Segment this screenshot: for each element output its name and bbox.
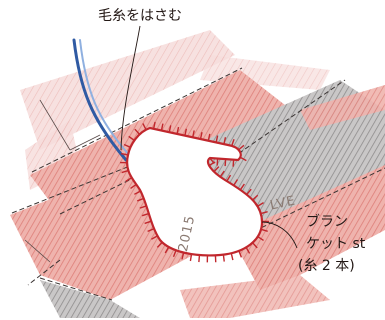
blanket-stitch-tick <box>123 143 131 149</box>
blanket-stitch-tick <box>172 250 177 258</box>
blanket-stitch-tick <box>160 123 164 131</box>
blanket-stitch-tick <box>142 123 147 131</box>
blanket-stitch-tick <box>199 132 203 140</box>
blanket-stitch-tick <box>189 254 193 262</box>
blanket-stitch-tick <box>134 128 141 135</box>
yarn-strand-icon <box>72 38 131 162</box>
blanket-stitch-tick <box>246 188 252 196</box>
blanket-stitch-tick <box>152 121 156 129</box>
blanket-stitch-tick <box>239 156 247 162</box>
stripe-solid-lines <box>24 99 101 263</box>
blanket-stitch-tick <box>164 246 170 254</box>
blanket-stitch-tick <box>252 242 258 249</box>
blanket-stitch-tick <box>151 235 158 240</box>
blanket-stitch-tick <box>198 254 201 263</box>
blanket-stitch-tick <box>168 125 172 133</box>
blanket-stitch-tick <box>257 236 264 242</box>
blanket-stitch-tick <box>176 126 180 135</box>
blanket-stitch-tick <box>213 166 220 173</box>
blanket-stitch-tick <box>184 128 188 136</box>
blanket-stitch-tick <box>192 130 195 138</box>
blanket-stitch-tick <box>226 174 232 182</box>
stitch-label-line2: ケット st <box>306 236 366 252</box>
blanket-stitch-tick <box>257 202 264 207</box>
stitch-label-line1: ブラン <box>306 214 348 230</box>
blanket-stitch-tick <box>181 252 185 260</box>
stitch-label-line3: (糸 2 本) <box>298 258 355 274</box>
blanket-stitch-tick <box>260 211 268 215</box>
blanket-stitch-tick <box>231 139 235 147</box>
blanket-stitch-tick <box>144 220 152 225</box>
blanket-stitch-tick <box>141 212 150 217</box>
blanket-stitch-tick <box>136 197 145 202</box>
blanket-stitch-tick <box>134 190 141 195</box>
blanket-stitch-tick <box>252 194 259 201</box>
blanket-stitch-tick <box>125 177 133 182</box>
blanket-stitch-tick <box>223 137 227 145</box>
blanket-stitch-tick <box>222 254 225 262</box>
blanket-stitch-tick <box>121 152 129 156</box>
blanket-stitch-tick <box>260 228 268 233</box>
blanket-stitch-tick <box>208 161 216 167</box>
blanket-stitch-tick <box>239 183 245 191</box>
leader-lines <box>120 25 298 249</box>
blanket-stitch-tick <box>233 179 239 186</box>
blanket-stitch-tick <box>128 135 135 142</box>
blanket-stitch-tick <box>238 144 245 151</box>
blanket-stitch-tick <box>215 135 219 143</box>
blanket-stitch-tick <box>147 228 155 233</box>
blanket-stitch-tick <box>219 170 225 178</box>
blanket-stitch-tick <box>238 250 243 258</box>
blanket-stitch-tick <box>230 253 234 261</box>
blanket-stitch-tick <box>130 183 137 190</box>
hold-yarn-label: 毛糸をはさむ <box>98 8 182 24</box>
blanket-stitch-tick <box>156 241 163 248</box>
blanket-stitch-tick <box>207 133 211 141</box>
blanket-stitch-tick <box>245 247 251 254</box>
blanket-stitch-tick <box>139 205 147 209</box>
blanket-stitch-tick <box>121 169 129 174</box>
